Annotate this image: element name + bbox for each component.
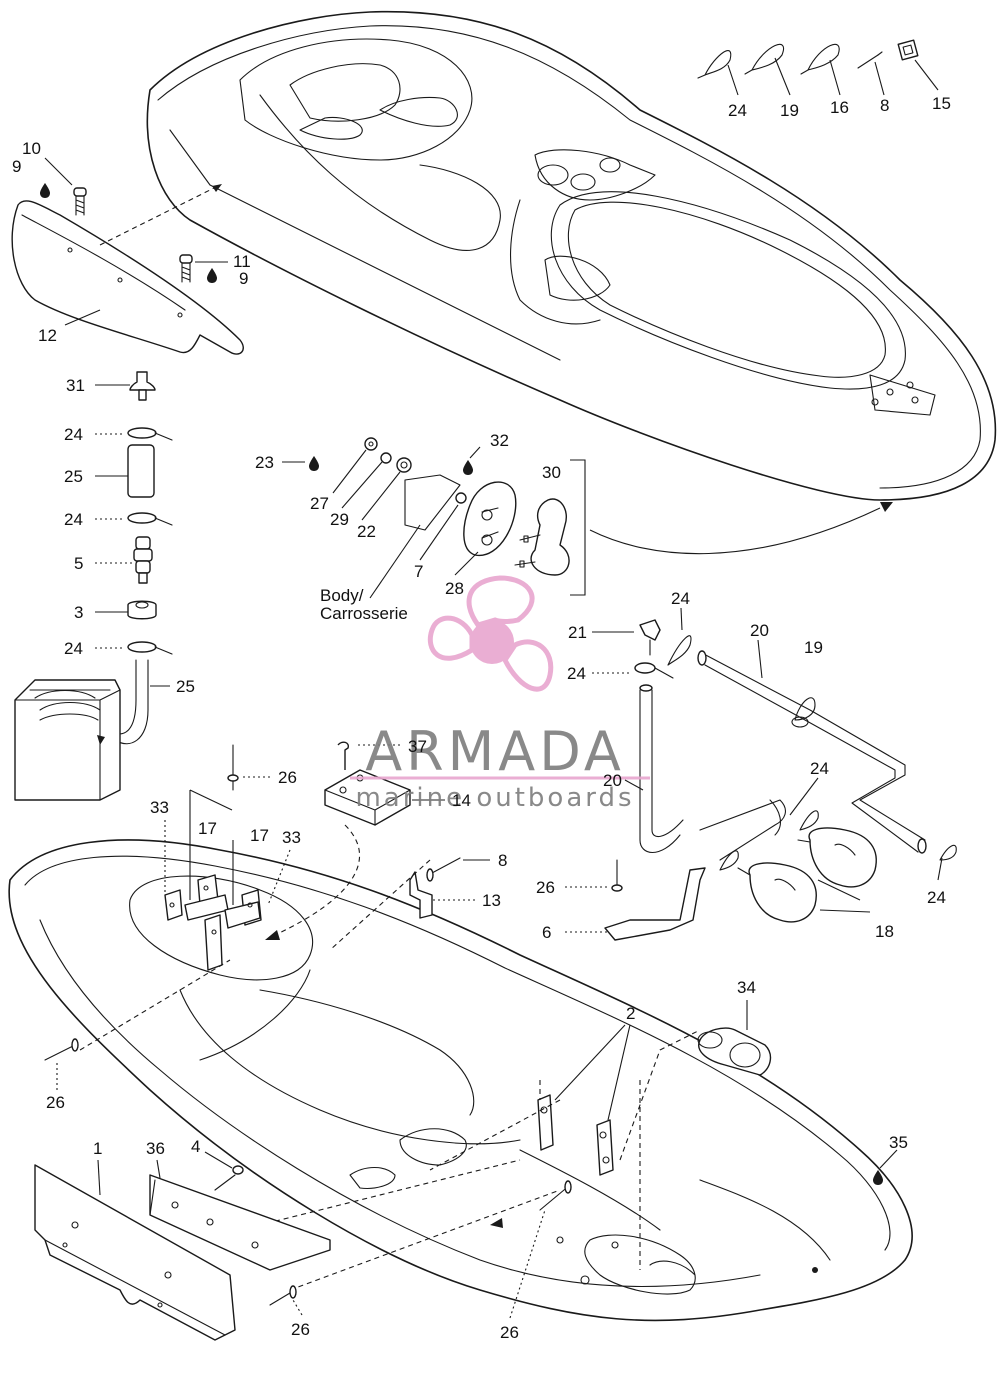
callout: 19 [780, 101, 799, 120]
callout: 26 [536, 878, 555, 897]
callout: 16 [830, 98, 849, 117]
callout: 37 [408, 737, 427, 756]
callout: 31 [66, 376, 85, 395]
callout: 20 [603, 771, 622, 790]
body-label-line1: Body/ [320, 586, 364, 605]
screws-10-11 [40, 183, 217, 283]
callout: 14 [452, 791, 471, 810]
small-clamps-group [697, 39, 919, 79]
callout-labels: 24 19 16 8 15 10 9 11 9 12 31 24 25 24 5… [12, 94, 951, 1342]
body-label-line2: Carrosserie [320, 604, 408, 623]
callout: 26 [500, 1323, 519, 1342]
callout: 33 [282, 828, 301, 847]
callout: 17 [198, 819, 217, 838]
callout: 9 [239, 269, 248, 288]
rivet-26-top [227, 744, 239, 791]
callout: 34 [737, 978, 756, 997]
side-trim [11, 200, 244, 355]
callout: 28 [445, 579, 464, 598]
callout: 17 [250, 826, 269, 845]
callout: 25 [64, 467, 83, 486]
callout: 25 [176, 677, 195, 696]
callout: 3 [74, 603, 83, 622]
battery-box [14, 679, 121, 801]
leader-lines [44, 57, 943, 1319]
callout: 24 [927, 888, 946, 907]
callout: 33 [150, 798, 169, 817]
deck-upper-body [146, 10, 997, 501]
callout: 8 [498, 851, 507, 870]
callout: 26 [278, 768, 297, 787]
callout: 15 [932, 94, 951, 113]
callout: 19 [804, 638, 823, 657]
plates-1-36 [34, 1164, 331, 1341]
callout: 4 [191, 1137, 200, 1156]
callout: 29 [330, 510, 349, 529]
callout: 26 [46, 1093, 65, 1112]
callout: 26 [291, 1320, 310, 1339]
watermark-tagline: marine outboards [355, 783, 634, 813]
callout: 10 [22, 139, 41, 158]
hull-lower [8, 789, 913, 1322]
callout: 8 [880, 96, 889, 115]
callout: 24 [671, 589, 690, 608]
callout: 21 [568, 623, 587, 642]
callout: 18 [875, 922, 894, 941]
callout: 6 [542, 923, 551, 942]
callout: 24 [567, 664, 586, 683]
mount-plate-14 [265, 741, 411, 940]
callout: 24 [64, 425, 83, 444]
callout: 24 [64, 639, 83, 658]
callout: 1 [93, 1139, 102, 1158]
callout: 32 [490, 431, 509, 450]
callout: 20 [750, 621, 769, 640]
callout: 23 [255, 453, 274, 472]
propeller-logo [427, 575, 554, 692]
armada-watermark: ARMADA marine outboards [350, 575, 650, 813]
callout: 35 [889, 1133, 908, 1152]
latch-assembly [309, 437, 893, 596]
callout: 13 [482, 891, 501, 910]
callout: 27 [310, 494, 329, 513]
callout: 11 [233, 252, 251, 271]
callout: 9 [12, 157, 21, 176]
vent-tube-stack [104, 371, 173, 745]
callout: 24 [810, 759, 829, 778]
watermark-brand: ARMADA [365, 720, 625, 783]
callout: 36 [146, 1139, 165, 1158]
callout: 30 [542, 463, 561, 482]
callout: 5 [74, 554, 83, 573]
callout: 7 [414, 562, 423, 581]
callout: 24 [728, 101, 747, 120]
callout: 24 [64, 510, 83, 529]
fuel-lines [604, 619, 957, 941]
callout: 22 [357, 522, 376, 541]
callout: 2 [626, 1004, 635, 1023]
callout: 12 [38, 326, 57, 345]
